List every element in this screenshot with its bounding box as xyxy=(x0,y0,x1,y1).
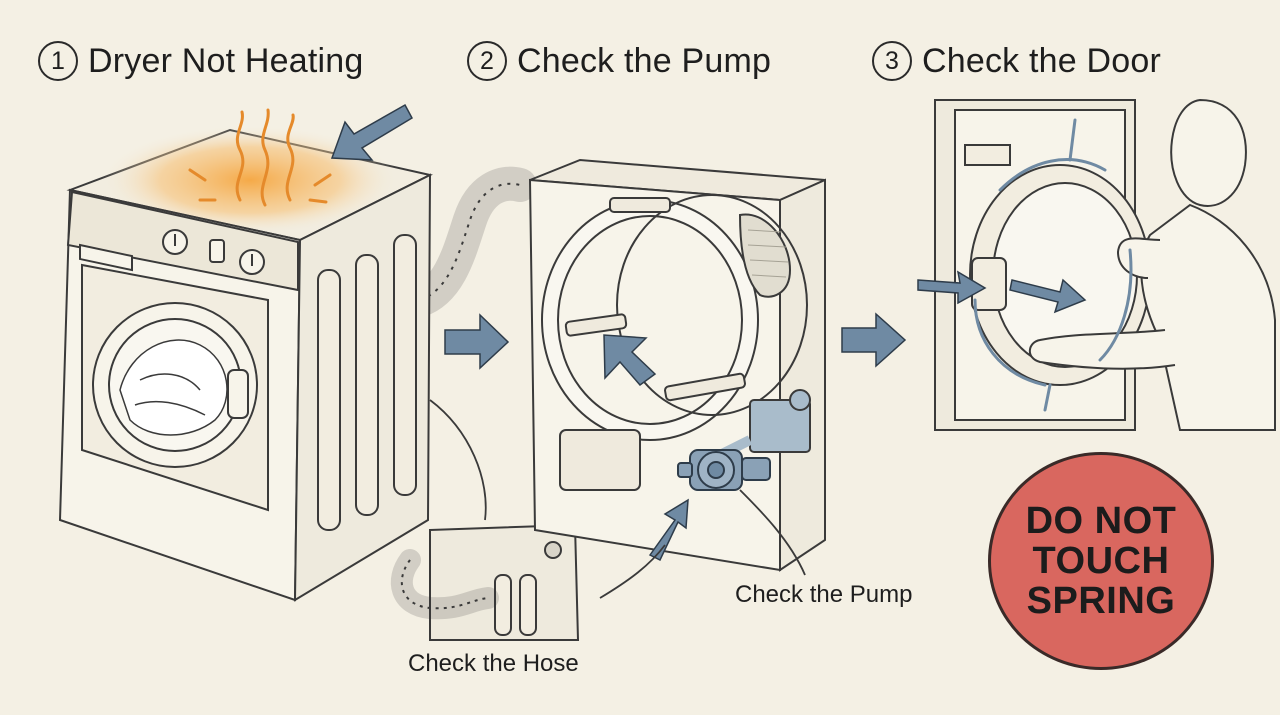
door-pointer-arrows-icon xyxy=(917,270,1087,314)
step-1-title: Dryer Not Heating xyxy=(88,41,364,80)
dryer-interior-illustration xyxy=(528,158,826,572)
step-1-heading: 1 Dryer Not Heating xyxy=(38,38,364,84)
warning-badge: DO NOT TOUCH SPRING xyxy=(988,452,1214,670)
step-2-title: Check the Pump xyxy=(517,41,772,80)
hose-callout-line xyxy=(429,399,487,521)
warning-line-3: SPRING xyxy=(1026,580,1176,622)
next-step-arrow-icon xyxy=(841,312,907,368)
warning-line-1: DO NOT xyxy=(1025,500,1177,542)
door-motion-arrows-icon xyxy=(973,118,1133,412)
next-step-arrow-icon xyxy=(444,313,510,370)
hose-inset-illustration xyxy=(390,523,580,641)
dryer-illustration xyxy=(58,125,537,602)
heat-waves-icon xyxy=(188,108,332,207)
step-3-title: Check the Door xyxy=(922,41,1162,80)
step-3-heading: 3 Check the Door xyxy=(872,38,1161,84)
pump-callout-line xyxy=(739,489,806,576)
pump-callout-label: Check the Pump xyxy=(735,581,913,608)
step-1-number: 1 xyxy=(38,41,78,81)
step-2-number: 2 xyxy=(467,41,507,81)
door-check-illustration xyxy=(934,98,1276,431)
hose-pointer-line xyxy=(599,544,666,599)
pump-pointer-arrow-icon xyxy=(648,498,689,562)
top-pointer-arrow-icon xyxy=(330,103,413,161)
step-2-heading: 2 Check the Pump xyxy=(467,38,771,84)
step-3-number: 3 xyxy=(872,41,912,81)
hose-callout-label: Check the Hose xyxy=(408,650,579,677)
pump-icon xyxy=(677,449,771,491)
rotation-arrow-icon xyxy=(603,334,657,387)
warning-line-2: TOUCH xyxy=(1032,540,1170,582)
